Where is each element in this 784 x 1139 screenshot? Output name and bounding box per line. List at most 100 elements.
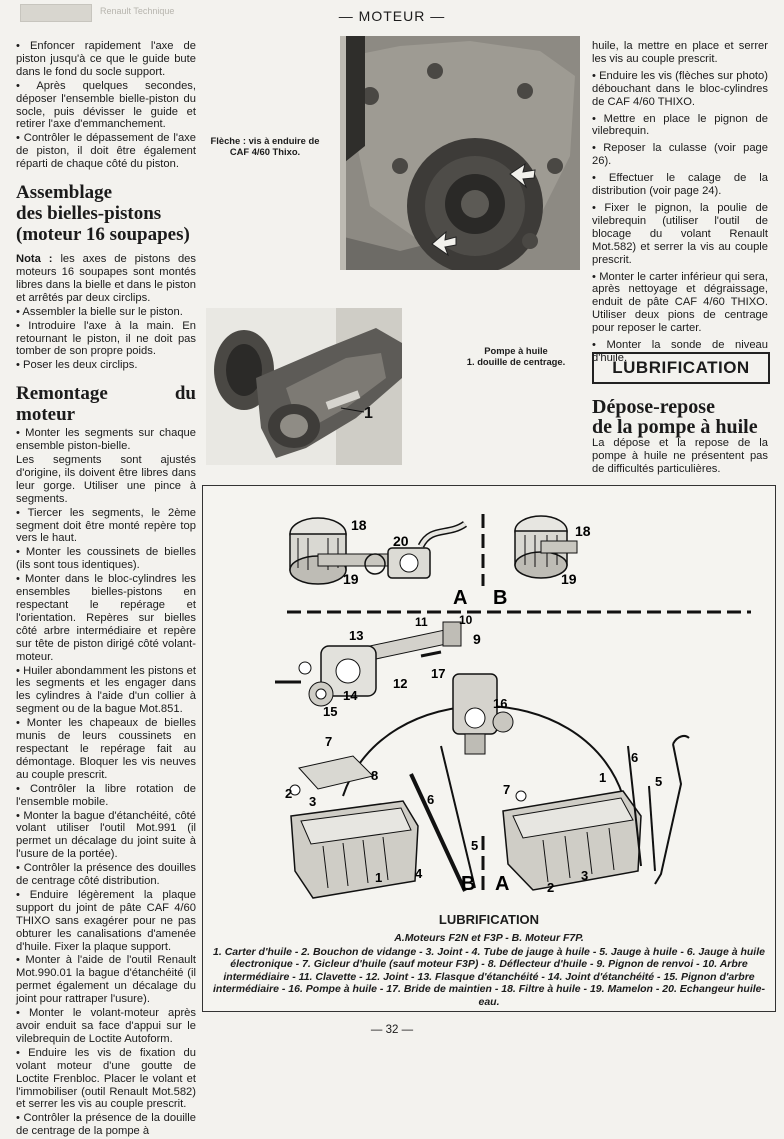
right-bullet: • Reposer la culasse (voir page 26).	[592, 142, 768, 168]
oil-pump-photo-art: 1	[206, 308, 402, 465]
label-19-b: 19	[561, 571, 577, 587]
right-bullet: • Enduire les vis (flèches sur photo) dé…	[592, 69, 768, 108]
engine-block-photo-art	[340, 36, 580, 270]
label-4: 4	[415, 866, 423, 881]
label-1-a: 1	[375, 870, 382, 885]
remontage-bullet: • Huiler abondamment les pistons et les …	[16, 664, 196, 716]
assemblage-bullet: • Introduire l'axe à la main. En retourn…	[16, 319, 196, 358]
page-number: — 32 —	[370, 1024, 414, 1036]
label-1-b: 1	[599, 770, 606, 785]
label-9: 9	[473, 631, 481, 647]
label-8: 8	[371, 768, 378, 783]
oil-sump-a-drawing	[289, 745, 476, 899]
remontage-bullet: • Monter les chapeaux de bielles munis d…	[16, 717, 196, 781]
oil-pump-caption-line-1: Pompe à huile	[484, 345, 548, 356]
intermediate-shaft-drawing	[275, 621, 462, 707]
oil-pump-caption-line-2: 1. douille de centrage.	[466, 356, 566, 367]
remontage-bullet: • Contrôler la libre rotation de l'ensem…	[16, 782, 196, 808]
remontage-bullet: • Monter dans le bloc-cylindres les ense…	[16, 573, 196, 663]
label-17: 17	[431, 666, 445, 681]
assemblage-bullet: • Assembler la bielle sur le piston.	[16, 305, 183, 318]
remontage-bullet: • Enduire légèrement la plaque support d…	[16, 888, 196, 953]
remontage-bullet: • Enduire les vis de fixation du volant …	[16, 1046, 196, 1111]
label-19-a: 19	[343, 571, 359, 587]
lubrification-diagram-art: 18 19 20 A B 18 19 11 10 9 13 12 17 14 1…	[275, 514, 751, 899]
engine-block-photo	[340, 36, 580, 270]
label-16: 16	[493, 696, 507, 711]
label-section-b-top: B	[493, 587, 507, 609]
label-13: 13	[349, 628, 363, 643]
remontage-bullet: • Tiercer les segments, le 2ème segment …	[16, 506, 196, 545]
assemblage-title-line-1: Assemblage	[16, 182, 113, 204]
remontage-bullet: • Contrôler la présence des douilles de …	[16, 862, 196, 888]
oil-pump-photo: 1	[206, 308, 402, 465]
oil-filter-b-drawing	[514, 515, 578, 579]
section-title: — MOTEUR —	[338, 8, 446, 24]
depose-title-line-1: Dépose-repose	[592, 396, 715, 418]
oil-pump-drawing	[342, 673, 624, 797]
depose-text: La dépose et la repose de la pompe à hui…	[592, 437, 768, 475]
label-2-b: 2	[547, 880, 554, 895]
remontage-bullet: • Monter les segments sur chaque ensembl…	[16, 427, 196, 453]
label-5-a: 5	[471, 838, 478, 853]
intro-bullet: • Contrôler le dépassement de l'axe de p…	[16, 132, 196, 171]
label-5-b: 5	[655, 774, 662, 789]
lubrification-section-title: LUBRIFICATION	[612, 358, 750, 377]
label-12: 12	[393, 676, 407, 691]
remontage-bullet: • Monter à l'aide de l'outil Renault Mot…	[16, 954, 196, 1006]
remontage-bullet: • Monter la bague d'étanchéité, côté vol…	[16, 809, 196, 861]
nota-paragraph: Nota : les axes de pistons des moteurs 1…	[16, 253, 196, 305]
label-3-b: 3	[581, 868, 588, 883]
label-15: 15	[323, 704, 337, 719]
diagram-legend: 1. Carter d'huile - 2. Bouchon de vidang…	[213, 946, 765, 1008]
oil-pump-label-1: 1	[364, 405, 373, 422]
engine-photo-caption: Flèche : vis à enduire de CAF 4/60 Thixo…	[210, 135, 320, 157]
label-section-a-bottom: A	[495, 873, 509, 895]
right-bullet: • Monter le carter inférieur qui sera, a…	[592, 270, 768, 335]
lubrification-diagram: 18 19 20 A B 18 19 11 10 9 13 12 17 14 1…	[202, 485, 776, 1012]
heat-exchanger-drawing	[364, 520, 468, 579]
remontage-bullet: Les segments sont ajustés d'origine, ils…	[16, 454, 196, 505]
label-2-a: 2	[285, 786, 292, 801]
right-bullet: • Monter la sonde de niveau d'huile.	[592, 339, 768, 364]
diagram-title: LUBRIFICATION	[438, 912, 540, 927]
right-bullet: • Mettre en place le pignon de vilebrequ…	[592, 112, 768, 138]
assemblage-title-line-3: (moteur 16 soupapes)	[16, 224, 190, 246]
remontage-title: Remontage du moteur	[16, 383, 196, 426]
assemblage-title-line-2: des bielles-pistons	[16, 203, 162, 225]
right-bullet: huile, la mettre en place et serrer les …	[592, 40, 768, 65]
diagram-subtitle: A.Moteurs F2N et F3P - B. Moteur F7P.	[394, 932, 584, 944]
right-column: huile, la mettre en place et serrer les …	[592, 40, 768, 366]
label-7-a: 7	[325, 734, 332, 749]
remontage-bullet: • Contrôler la présence de la douille de…	[16, 1112, 196, 1138]
label-18-a: 18	[351, 517, 367, 533]
assemblage-bullet: • Poser les deux circlips.	[16, 359, 138, 372]
intro-bullets: • Enfoncer rapidement l'axe de piston ju…	[16, 40, 196, 171]
intro-bullet: • Enfoncer rapidement l'axe de piston ju…	[16, 40, 196, 78]
label-3-a: 3	[309, 794, 316, 809]
nota-label: Nota :	[16, 253, 53, 266]
nota-text: les axes de pistons des moteurs 16 soupa…	[16, 253, 196, 304]
header-faint-text: Renault Technique	[100, 6, 175, 16]
label-section-a-top: A	[453, 587, 467, 609]
remontage-bullet: • Monter les coussinets de bielles (ils …	[16, 546, 196, 572]
label-10: 10	[459, 613, 473, 627]
header-logo-mark	[20, 4, 92, 22]
label-section-b-bottom: B	[461, 873, 475, 895]
intro-bullet: • Après quelques secondes, déposer l'ens…	[16, 79, 196, 131]
label-6-a: 6	[427, 792, 434, 807]
left-column: • Enfoncer rapidement l'axe de piston ju…	[16, 40, 196, 1139]
label-20: 20	[393, 533, 409, 549]
lubrification-section-box: LUBRIFICATION	[592, 352, 770, 384]
right-bullet: • Fixer le pignon, la poulie de vilebreq…	[592, 201, 768, 266]
label-18-b: 18	[575, 523, 591, 539]
label-7-b: 7	[503, 782, 510, 797]
oil-sump-b-drawing	[502, 735, 690, 891]
label-14: 14	[343, 688, 358, 703]
remontage-bullet: • Monter le volant-moteur après avoir en…	[16, 1007, 196, 1045]
label-6-b: 6	[631, 750, 638, 765]
oil-filter-a-drawing	[289, 517, 389, 585]
depose-title-line-2: de la pompe à huile	[592, 416, 758, 438]
label-11: 11	[415, 615, 428, 629]
right-bullet: • Effectuer le calage de la distribution…	[592, 172, 768, 198]
